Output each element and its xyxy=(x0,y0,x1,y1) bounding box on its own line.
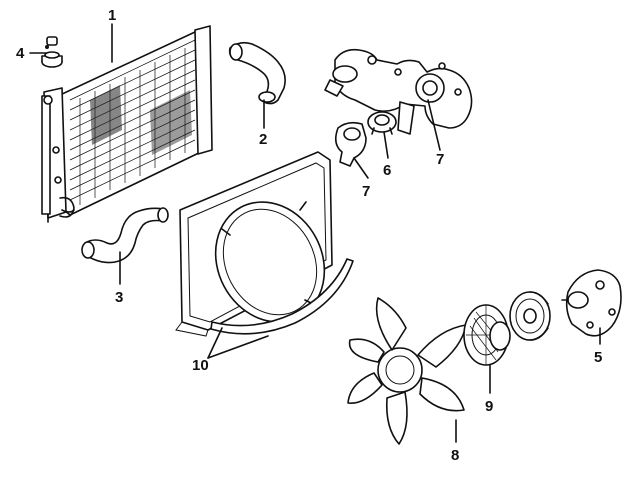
callout-7-water-outlet: 7 xyxy=(436,151,444,168)
water-outlet-housing xyxy=(324,48,473,135)
callout-7-thermostat-housing: 7 xyxy=(362,183,370,200)
water-pump-pulley xyxy=(509,291,551,341)
callout-5: 5 xyxy=(594,349,602,366)
thermostat xyxy=(367,111,397,135)
callout-labels: 1 4 2 3 7 6 7 5 8 9 10 xyxy=(16,7,602,464)
callout-1: 1 xyxy=(108,7,116,24)
thermostat-housing xyxy=(334,121,367,167)
callout-4: 4 xyxy=(16,45,25,62)
radiator xyxy=(41,25,213,223)
fan-clutch xyxy=(463,304,511,366)
radiator-cap xyxy=(41,36,63,68)
callout-8: 8 xyxy=(451,447,459,464)
fan-blade xyxy=(347,297,467,445)
callout-6: 6 xyxy=(383,162,391,179)
water-pump xyxy=(561,269,622,337)
lower-radiator-hose xyxy=(81,207,169,264)
callout-3: 3 xyxy=(115,289,123,306)
callout-2: 2 xyxy=(259,131,267,148)
callout-10: 10 xyxy=(192,357,209,374)
leader-lines xyxy=(29,23,601,443)
upper-radiator-hose xyxy=(228,41,286,105)
callout-9: 9 xyxy=(485,398,493,415)
fan-shroud xyxy=(175,151,354,337)
